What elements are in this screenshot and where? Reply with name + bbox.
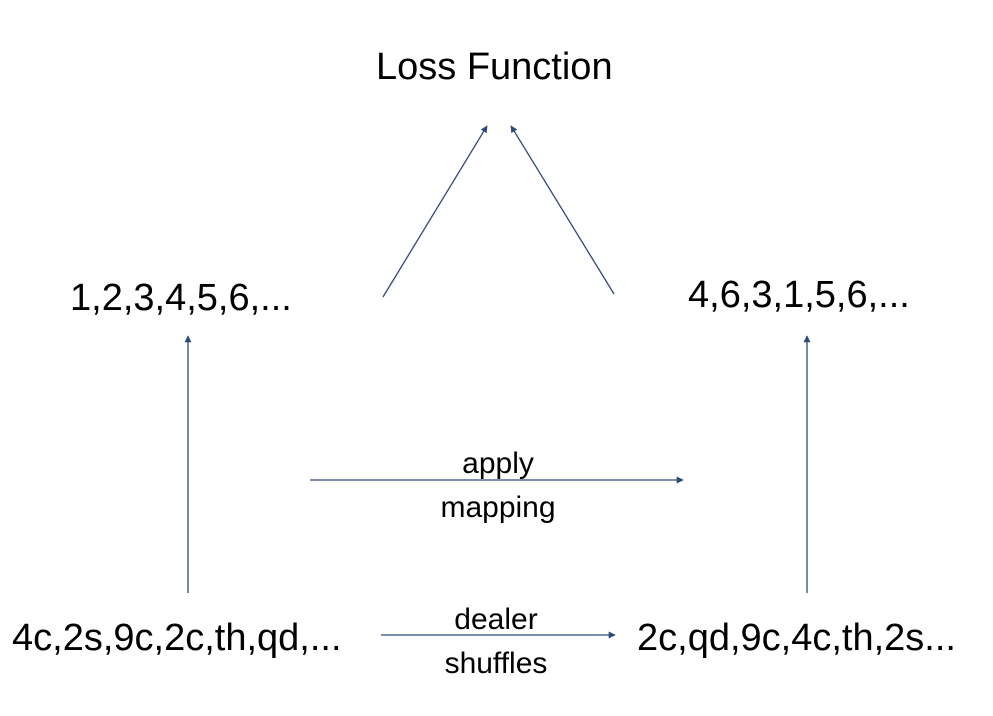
dealer-shuffles-line2: shuffles bbox=[444, 646, 548, 680]
top-right-sequence-node: 4,6,3,1,5,6,... bbox=[688, 274, 910, 316]
arrow-right-to-loss bbox=[510, 125, 615, 295]
loss-function-node: Loss Function bbox=[376, 46, 613, 88]
dealer-shuffles-label: dealer shuffles bbox=[418, 598, 574, 685]
top-left-sequence-node: 1,2,3,4,5,6,... bbox=[70, 277, 292, 319]
bottom-left-cards-node: 4c,2s,9c,2c,th,qd,... bbox=[12, 617, 342, 659]
apply-mapping-line1: apply bbox=[462, 447, 534, 480]
bottom-right-cards-node: 2c,qd,9c,4c,th,2s... bbox=[637, 617, 956, 659]
apply-mapping-line2: mapping bbox=[440, 490, 556, 524]
apply-mapping-label: apply mapping bbox=[412, 442, 584, 529]
dealer-shuffles-line1: dealer bbox=[454, 603, 538, 636]
arrow-left-to-loss bbox=[382, 125, 488, 298]
